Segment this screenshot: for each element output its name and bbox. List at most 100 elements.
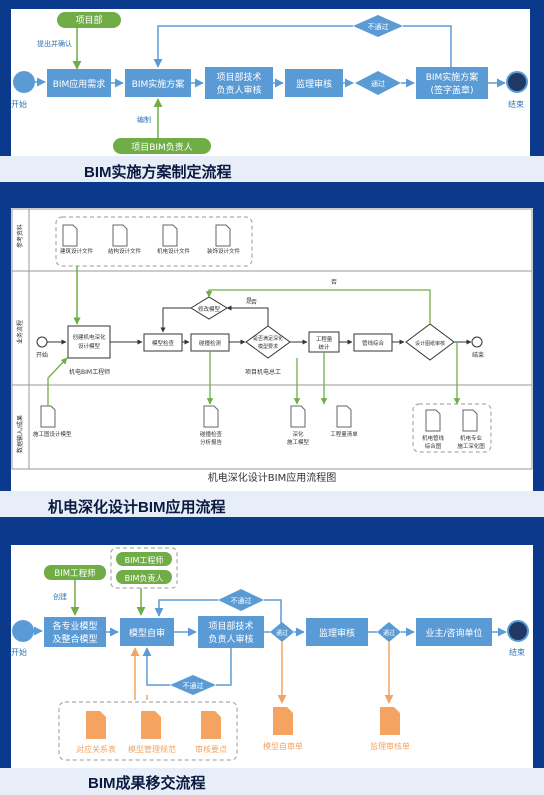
owner-unit-box: [416, 618, 492, 646]
compile-label: 编制: [137, 115, 151, 124]
doc-mep: [162, 224, 178, 247]
doc-key-points-label: 审核要点: [195, 744, 227, 754]
caption2-bg: [0, 491, 544, 517]
lane3-label: 数据输入/成果: [16, 415, 24, 453]
bim-owner-label: 项目BIM负责人: [131, 141, 193, 153]
output2-label-2: 施工深化图: [457, 442, 485, 450]
tech-review3-label-2: 负责人审核: [208, 633, 253, 645]
yes-label: 是: [246, 298, 252, 305]
deep-drawing-label-1: 深化: [292, 430, 304, 438]
self-review-box: [120, 618, 174, 646]
create-model-label-2: 设计模型: [78, 342, 101, 350]
bim-plan-label: BIM实施方案: [132, 78, 185, 90]
output2-label-1: 机电专业: [460, 434, 483, 442]
start-node: [13, 71, 35, 93]
bim-need-label: BIM应用需求: [53, 78, 106, 90]
model-check-label: 模型检查: [152, 339, 175, 347]
not-pass-label: 不通过: [368, 22, 389, 31]
qty-stat-label-2: 统计: [318, 343, 330, 351]
bim-engineer2-label: BIM工程师: [125, 555, 164, 565]
output2-doc: [462, 409, 478, 432]
diagram1-caption: BIM实施方案制定流程: [84, 164, 232, 181]
doc-arch: [62, 224, 78, 247]
output1-label-1: 机电管线: [422, 434, 445, 442]
diagram3-panel: 开始 BIM工程师 创建 各专业模型 及整合模型 BIM工程师 BIM负责人 模…: [11, 545, 533, 768]
tech-review3-box: [198, 616, 264, 648]
bim-need-box: [47, 69, 111, 97]
bim-owner-pill: [113, 138, 211, 154]
diagram2-panel: 参考资料 业务流程 数据输入/成果 建筑设计文件 结构设计文件 机电设计文件 装…: [11, 208, 533, 491]
diagram2-svg: 参考资料 业务流程 数据输入/成果 建筑设计文件 结构设计文件 机电设计文件 装…: [11, 208, 533, 484]
bim-engineer-pill: [44, 565, 106, 580]
caption3-bg: [0, 768, 544, 795]
pass1-decision: [270, 622, 294, 642]
pass-label: 通过: [371, 79, 385, 88]
pass1-label: 通过: [276, 629, 288, 637]
supervision-review-box: [285, 69, 343, 97]
meets-label-2: 模型要求: [258, 343, 278, 350]
create-model-box: [67, 325, 111, 359]
end2-node: [471, 336, 483, 348]
diagram2-caption: 机电深化设计BIM应用流程: [48, 499, 226, 516]
deep-drawing-doc: [290, 405, 306, 428]
start2-label: 开始: [36, 351, 48, 359]
modeler-label: 机电BIM工程师: [69, 368, 110, 376]
start3-label: 开始: [11, 647, 27, 657]
not-pass-bottom-decision: [170, 675, 216, 695]
doc-deco-label: 装饰设计文件: [207, 247, 241, 255]
lane2-label: 业务流程: [16, 320, 24, 344]
final-plan-label-2: (签字盖章): [430, 84, 473, 96]
models-label-1: 各专业模型: [52, 620, 97, 632]
diagram2-title: 机电深化设计BIM应用流程图: [208, 471, 336, 484]
bim-plan-box: [125, 69, 191, 97]
doc-standard-label: 模型管理规范: [128, 744, 176, 754]
clash-report-label-2: 分析报告: [200, 438, 223, 446]
models-box: [44, 617, 106, 647]
qty-list-doc: [336, 405, 352, 428]
self-sheet-label: 模型自审单: [263, 741, 303, 751]
pass2-label: 通过: [383, 629, 395, 637]
tech-review3-label-1: 项目部技术: [208, 620, 253, 632]
doc-key-points: [201, 711, 221, 739]
supervision3-box: [306, 618, 368, 646]
output1-label-2: 综合图: [425, 442, 442, 450]
doc-mapping: [86, 711, 106, 739]
self-review-label: 模型自审: [129, 627, 165, 639]
doc-deco: [215, 224, 231, 247]
final-plan-box: [416, 67, 488, 99]
input-model-label: 施工图设计模型: [33, 430, 72, 438]
diagram3-caption: BIM成果移交流程: [88, 775, 206, 792]
bim-engineer2-pill: [116, 552, 172, 566]
design-confirm-label: 设计图纸审核: [415, 340, 445, 347]
doc-arch-label: 建筑设计文件: [60, 247, 94, 255]
diagram1-panel: 开始 项目部 提出并确认 BIM应用需求 BIM实施方案 项目部技术 负责人审核…: [11, 9, 530, 156]
doc-struct: [112, 224, 128, 247]
end-label: 结束: [508, 99, 524, 109]
tech-review-box: [205, 67, 273, 99]
self-sheet-doc: [273, 707, 293, 735]
clash-report-label-1: 碰撞检查: [200, 430, 223, 438]
doc-standard: [141, 711, 161, 739]
clash-report-doc: [203, 405, 219, 428]
not-pass-top-label: 不通过: [231, 596, 252, 605]
end2-label: 结束: [472, 351, 484, 359]
bim-engineer-label: BIM工程师: [54, 568, 96, 579]
input-model-doc: [40, 405, 56, 428]
diagram1-svg: 开始 项目部 提出并确认 BIM应用需求 BIM实施方案 项目部技术 负责人审核…: [11, 12, 528, 154]
pipe-map-label: 管线综合: [362, 339, 385, 347]
submit-confirm-label: 提出并确认: [37, 39, 72, 48]
not-pass-top-decision: [218, 589, 264, 611]
project-dept-pill: [57, 12, 121, 28]
tech-review-label-1: 项目部技术: [216, 71, 261, 83]
final-plan-label-1: BIM实施方案: [426, 71, 479, 83]
supervision3-label: 监理审核: [319, 627, 355, 639]
qty-list-label: 工程量清单: [330, 430, 358, 438]
supervision-sheet-doc: [380, 707, 400, 735]
modify-model-label: 修改模型: [198, 305, 221, 313]
doc-mapping-label: 对应关系表: [76, 744, 116, 754]
models-label-2: 及整合模型: [52, 633, 97, 645]
deep-drawing-label-2: 施工模型: [287, 438, 310, 446]
tech-review-label-2: 负责人审核: [216, 84, 261, 96]
pass2-decision: [377, 622, 401, 642]
diagram3-svg: 开始 BIM工程师 创建 各专业模型 及整合模型 BIM工程师 BIM负责人 模…: [11, 547, 529, 761]
